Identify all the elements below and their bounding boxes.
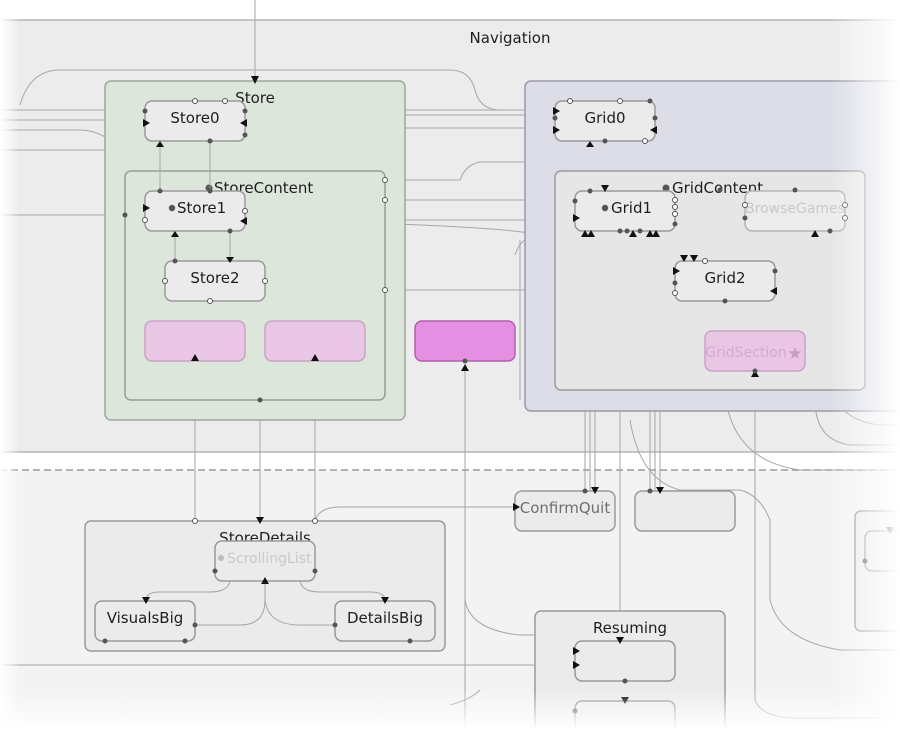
- edge-fade-left: [0, 0, 20, 730]
- confirm-quit-label: ConfirmQuit: [520, 499, 611, 517]
- grid0-node[interactable]: Grid0: [554, 100, 656, 142]
- visuals-big-label: VisualsBig: [107, 609, 184, 627]
- store1-label: Store1: [177, 199, 226, 217]
- browse-games-label: BrowseGames: [745, 201, 845, 217]
- details-big-label: DetailsBig: [347, 609, 423, 627]
- confirm-quit-node[interactable]: ConfirmQuit: [514, 490, 616, 532]
- grid1-node[interactable]: Grid1: [574, 190, 676, 232]
- initial-state-dot: [601, 204, 609, 212]
- grid-section-label: GridSection: [705, 345, 786, 361]
- edge-fade-right: [830, 0, 900, 730]
- store1-node[interactable]: Store1: [144, 190, 246, 232]
- initial-state-dot: [662, 184, 670, 192]
- unnamed-node[interactable]: [634, 490, 736, 532]
- grid-content-title: GridContent: [672, 179, 763, 197]
- store-group-title: Store: [235, 89, 275, 107]
- connection-ports: [102, 76, 894, 714]
- initial-state-dot: [218, 555, 224, 561]
- store2-node[interactable]: Store2: [164, 260, 266, 302]
- initial-state-dot: [168, 204, 176, 212]
- store-details-wires: [145, 580, 386, 626]
- magenta-node[interactable]: [414, 320, 516, 362]
- star-icon: ★: [787, 344, 802, 364]
- store2-label: Store2: [190, 269, 239, 287]
- grid-section-node[interactable]: GridSection ★: [704, 330, 806, 372]
- store0-label: Store0: [170, 109, 219, 127]
- scrolling-list-node[interactable]: ScrollingList: [214, 540, 316, 582]
- navigation-group-title: Navigation: [470, 29, 551, 47]
- details-big-node[interactable]: DetailsBig: [334, 600, 436, 642]
- grid0-label: Grid0: [584, 109, 625, 127]
- grid1-label: Grid1: [611, 199, 652, 217]
- store0-node[interactable]: Store0: [144, 100, 246, 142]
- resuming-title: Resuming: [593, 619, 667, 637]
- scrolling-list-label: ScrollingList: [227, 551, 312, 567]
- visuals-big-node[interactable]: VisualsBig: [94, 600, 196, 642]
- resuming-node-1[interactable]: [574, 640, 676, 682]
- edge-fade-bottom: [0, 690, 900, 730]
- grid2-node[interactable]: Grid2: [674, 260, 776, 302]
- grid2-label: Grid2: [704, 269, 745, 287]
